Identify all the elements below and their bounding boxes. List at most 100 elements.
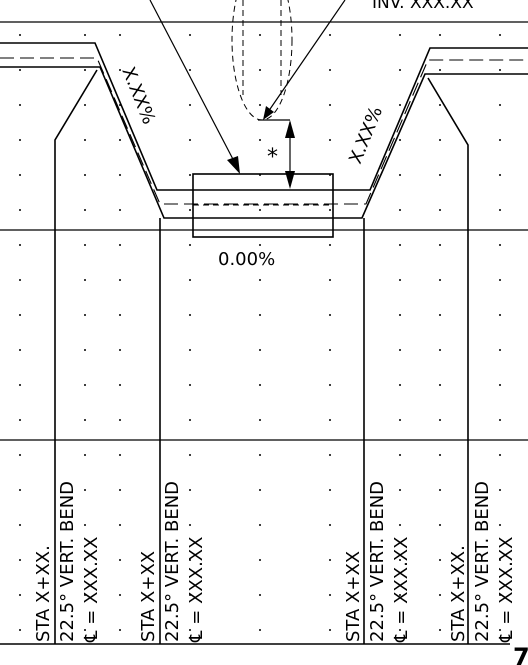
grid-dot: [439, 349, 441, 351]
grid-dot: [189, 209, 191, 211]
bend-angle-label: 22.5° VERT. BEND: [472, 481, 493, 642]
grid-dot: [499, 69, 501, 71]
grid-dot: [19, 524, 21, 526]
grid-dot: [439, 34, 441, 36]
grid-dot: [189, 489, 191, 491]
grid-dot: [84, 594, 86, 596]
grid-dot: [329, 34, 331, 36]
grid-dot: [499, 104, 501, 106]
grid-dot: [19, 629, 21, 631]
grid-dot: [189, 419, 191, 421]
grid-dot: [329, 139, 331, 141]
bend-angle-label: 22.5° VERT. BEND: [367, 481, 388, 642]
grid-dot: [119, 69, 121, 71]
grid-dot: [19, 34, 21, 36]
bottom-grade-label: 0.00%: [218, 249, 275, 270]
grid-dot: [189, 314, 191, 316]
grid-dot: [259, 524, 261, 526]
grid-dot: [499, 419, 501, 421]
note-leader-line: [267, 0, 346, 113]
bend-centerline-label: ℄ = XXX.XX: [186, 537, 207, 643]
grid-dot: [399, 244, 401, 246]
grid-dot: [259, 349, 261, 351]
grid-dot: [189, 34, 191, 36]
grid-dot: [189, 349, 191, 351]
grid-dot: [399, 279, 401, 281]
grid-dot: [84, 314, 86, 316]
grid-dot: [84, 209, 86, 211]
grid-dot: [329, 279, 331, 281]
grid-dot: [84, 559, 86, 561]
grid-dot: [119, 279, 121, 281]
grid-dot: [119, 454, 121, 456]
grid-dot: [329, 594, 331, 596]
utility-leader-line: [149, 0, 237, 166]
grid-dot: [499, 209, 501, 211]
utility-leader-arrowhead: [227, 156, 240, 174]
bend-station-label: STA X+XX: [138, 551, 159, 642]
grid-dot: [259, 209, 261, 211]
grid-dot: [439, 454, 441, 456]
grid-dot: [259, 454, 261, 456]
grid-dot: [439, 69, 441, 71]
grid-dot: [84, 629, 86, 631]
grid-dot: [84, 384, 86, 386]
grid-dot: [119, 209, 121, 211]
grid-dot: [19, 349, 21, 351]
grid-dot: [119, 244, 121, 246]
grid-dot: [329, 559, 331, 561]
grid-dot: [119, 174, 121, 176]
grid-dot: [439, 314, 441, 316]
grid-dot: [399, 174, 401, 176]
grid-dot: [399, 454, 401, 456]
grid-dot: [19, 104, 21, 106]
grid-dot: [399, 349, 401, 351]
clearance-marker: *: [267, 145, 278, 170]
grid-dot: [189, 384, 191, 386]
grid-dot: [189, 279, 191, 281]
grid-dot: [439, 629, 441, 631]
grid-dot: [119, 629, 121, 631]
grid-dot: [399, 489, 401, 491]
grid-dot: [329, 524, 331, 526]
grid-dot: [189, 524, 191, 526]
pipe-wall-inner-left: [0, 66, 528, 219]
grid-dot: [119, 559, 121, 561]
grid-dot: [399, 104, 401, 106]
left-slope-label: X.XX%: [117, 64, 159, 127]
grid-dot: [499, 244, 501, 246]
grid-dot: [259, 559, 261, 561]
grid-dot: [84, 454, 86, 456]
grid-dot: [499, 559, 501, 561]
grid-dot: [19, 489, 21, 491]
grid-dot: [439, 594, 441, 596]
grid-dot: [19, 594, 21, 596]
grid-dot: [259, 594, 261, 596]
grid-dot: [84, 104, 86, 106]
grid-dot: [19, 69, 21, 71]
grid-dot: [84, 349, 86, 351]
grid-dot: [259, 69, 261, 71]
grid-dot: [259, 34, 261, 36]
grid-dot: [399, 69, 401, 71]
grid-dot: [84, 69, 86, 71]
grid-dot: [259, 419, 261, 421]
grid-dot: [119, 594, 121, 596]
grid-dot: [329, 384, 331, 386]
grid-dot: [84, 524, 86, 526]
grid-dot: [259, 244, 261, 246]
grid-dot: [119, 524, 121, 526]
grid-dot: [499, 139, 501, 141]
bend-centerline-label: ℄ = XXX.XX: [81, 537, 102, 643]
grid-dot: [189, 594, 191, 596]
grid-dot: [119, 384, 121, 386]
grid-dot: [499, 314, 501, 316]
clearance-arrow-top: [285, 120, 295, 138]
grid-dot: [399, 384, 401, 386]
bend-station-label: STA X+XX.: [448, 545, 469, 642]
grid-dot: [329, 104, 331, 106]
header-note: INV. XXX.XX: [372, 0, 474, 13]
grid-dot: [19, 174, 21, 176]
grid-dot: [399, 629, 401, 631]
grid-dots: [19, 34, 501, 631]
